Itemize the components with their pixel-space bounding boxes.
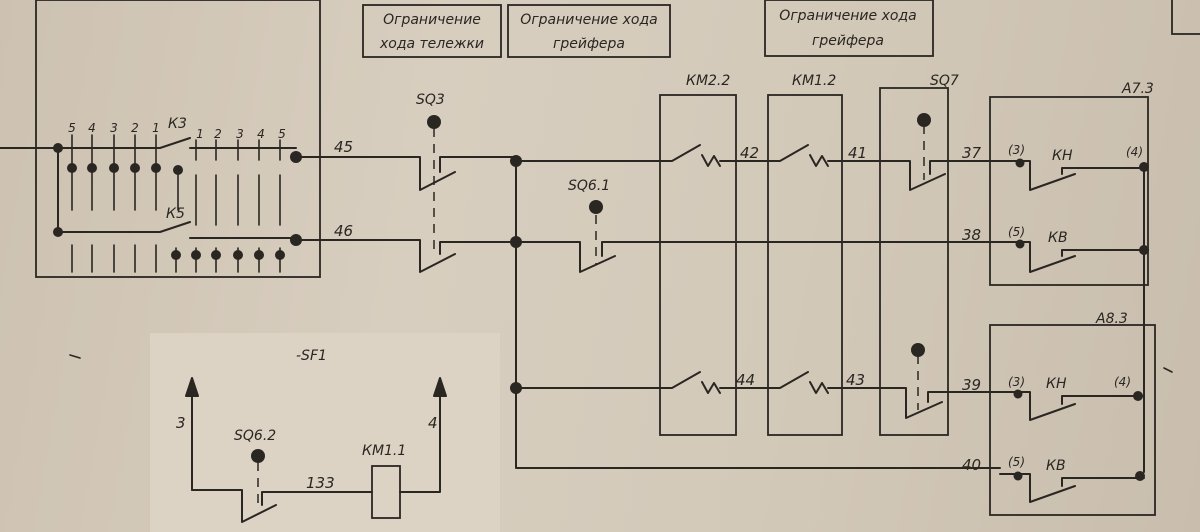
label-k5: К5 <box>166 206 185 222</box>
svg-text:SQ7: SQ7 <box>930 73 959 89</box>
svg-text:3: 3 <box>110 121 118 135</box>
wire-37: 37 <box>962 144 982 162</box>
km1-2-box: КМ1.2 <box>767 73 843 436</box>
svg-text:КН: КН <box>1046 376 1067 392</box>
sf1-inset-panel <box>150 333 500 532</box>
registration-mark-left <box>69 354 81 359</box>
svg-text:5: 5 <box>68 121 76 135</box>
svg-text:4: 4 <box>88 121 96 135</box>
wire-46: 46 <box>334 222 353 240</box>
wire-44: 44 <box>736 371 755 389</box>
label-sq3: SQ3 <box>416 92 445 108</box>
sq7-box: SQ7 <box>879 73 959 436</box>
wire-38: 38 <box>962 226 981 244</box>
svg-text:3: 3 <box>236 127 244 141</box>
svg-text:(5): (5) <box>1008 455 1025 469</box>
svg-text:А8.3: А8.3 <box>1095 311 1128 327</box>
svg-text:(4): (4) <box>1114 375 1131 389</box>
wire-42: 42 <box>740 144 759 162</box>
svg-text:Ограничение хода: Ограничение хода <box>520 12 657 28</box>
controller-box <box>35 0 321 278</box>
label-km1-1: КМ1.1 <box>362 443 406 459</box>
label-sq6-2: SQ6.2 <box>234 428 276 444</box>
registration-mark-right <box>1163 367 1173 373</box>
svg-text:Ограничение: Ограничение <box>383 12 481 28</box>
svg-text:КВ: КВ <box>1046 458 1066 474</box>
lower-row-contacts: 44 43 39 40 38 <box>515 226 1001 474</box>
svg-text:(3): (3) <box>1008 143 1025 157</box>
title-grab-2: Ограничение хода грейфера <box>764 0 934 57</box>
svg-text:КМ2.2: КМ2.2 <box>686 73 730 89</box>
arrow-3-label: 3 <box>176 414 186 432</box>
wire-45: 45 <box>334 138 353 156</box>
svg-text:грейфера: грейфера <box>553 36 625 52</box>
svg-text:4: 4 <box>257 127 265 141</box>
wire-39: 39 <box>962 376 981 394</box>
svg-text:(5): (5) <box>1008 225 1025 239</box>
svg-text:2: 2 <box>131 121 139 135</box>
svg-text:грейфера: грейфера <box>812 33 884 49</box>
svg-text:(4): (4) <box>1126 145 1143 159</box>
km2-2-box: КМ2.2 <box>659 73 737 436</box>
sf1-circuit: -SF1 3 SQ6.2 133 КМ1.1 4 <box>176 348 447 523</box>
svg-text:(3): (3) <box>1008 375 1025 389</box>
label-sq6-1: SQ6.1 <box>568 178 610 194</box>
svg-text:1: 1 <box>196 127 204 141</box>
top-row-contacts: 42 41 37 <box>515 144 1001 191</box>
wire-133: 133 <box>306 474 335 492</box>
sq3-limit-switch: SQ3 45 46 <box>295 92 517 273</box>
svg-text:хода тележки: хода тележки <box>379 36 484 52</box>
title-grab-1: Ограничение хода грейфера <box>507 4 671 58</box>
relay-a7-3: А7.3 (3) (5) (4) КН КВ <box>989 81 1154 473</box>
label-k3: К3 <box>168 116 187 132</box>
relay-a8-3: А8.3 (3) (5) (4) КН КВ <box>989 311 1156 516</box>
svg-text:5: 5 <box>278 127 286 141</box>
svg-text:1: 1 <box>152 121 160 135</box>
svg-text:А7.3: А7.3 <box>1121 81 1154 97</box>
svg-text:Ограничение хода: Ограничение хода <box>779 8 916 24</box>
svg-text:2: 2 <box>214 127 222 141</box>
main-bus <box>510 155 1001 469</box>
svg-text:КМ1.2: КМ1.2 <box>792 73 836 89</box>
wire-40: 40 <box>962 456 981 474</box>
label-sf1: -SF1 <box>296 348 327 364</box>
edge-box <box>1171 0 1200 35</box>
sq6-1-limit-switch: SQ6.1 <box>515 178 1001 273</box>
arrow-4-label: 4 <box>428 414 438 432</box>
title-trolley: Ограничение хода тележки <box>362 4 502 58</box>
svg-text:КВ: КВ <box>1048 230 1068 246</box>
controller-contacts: 5 4 3 2 1 1 2 3 4 5 К3 К5 <box>0 116 302 273</box>
wire-43: 43 <box>846 371 865 389</box>
wire-41: 41 <box>848 144 867 162</box>
svg-text:КН: КН <box>1052 148 1073 164</box>
